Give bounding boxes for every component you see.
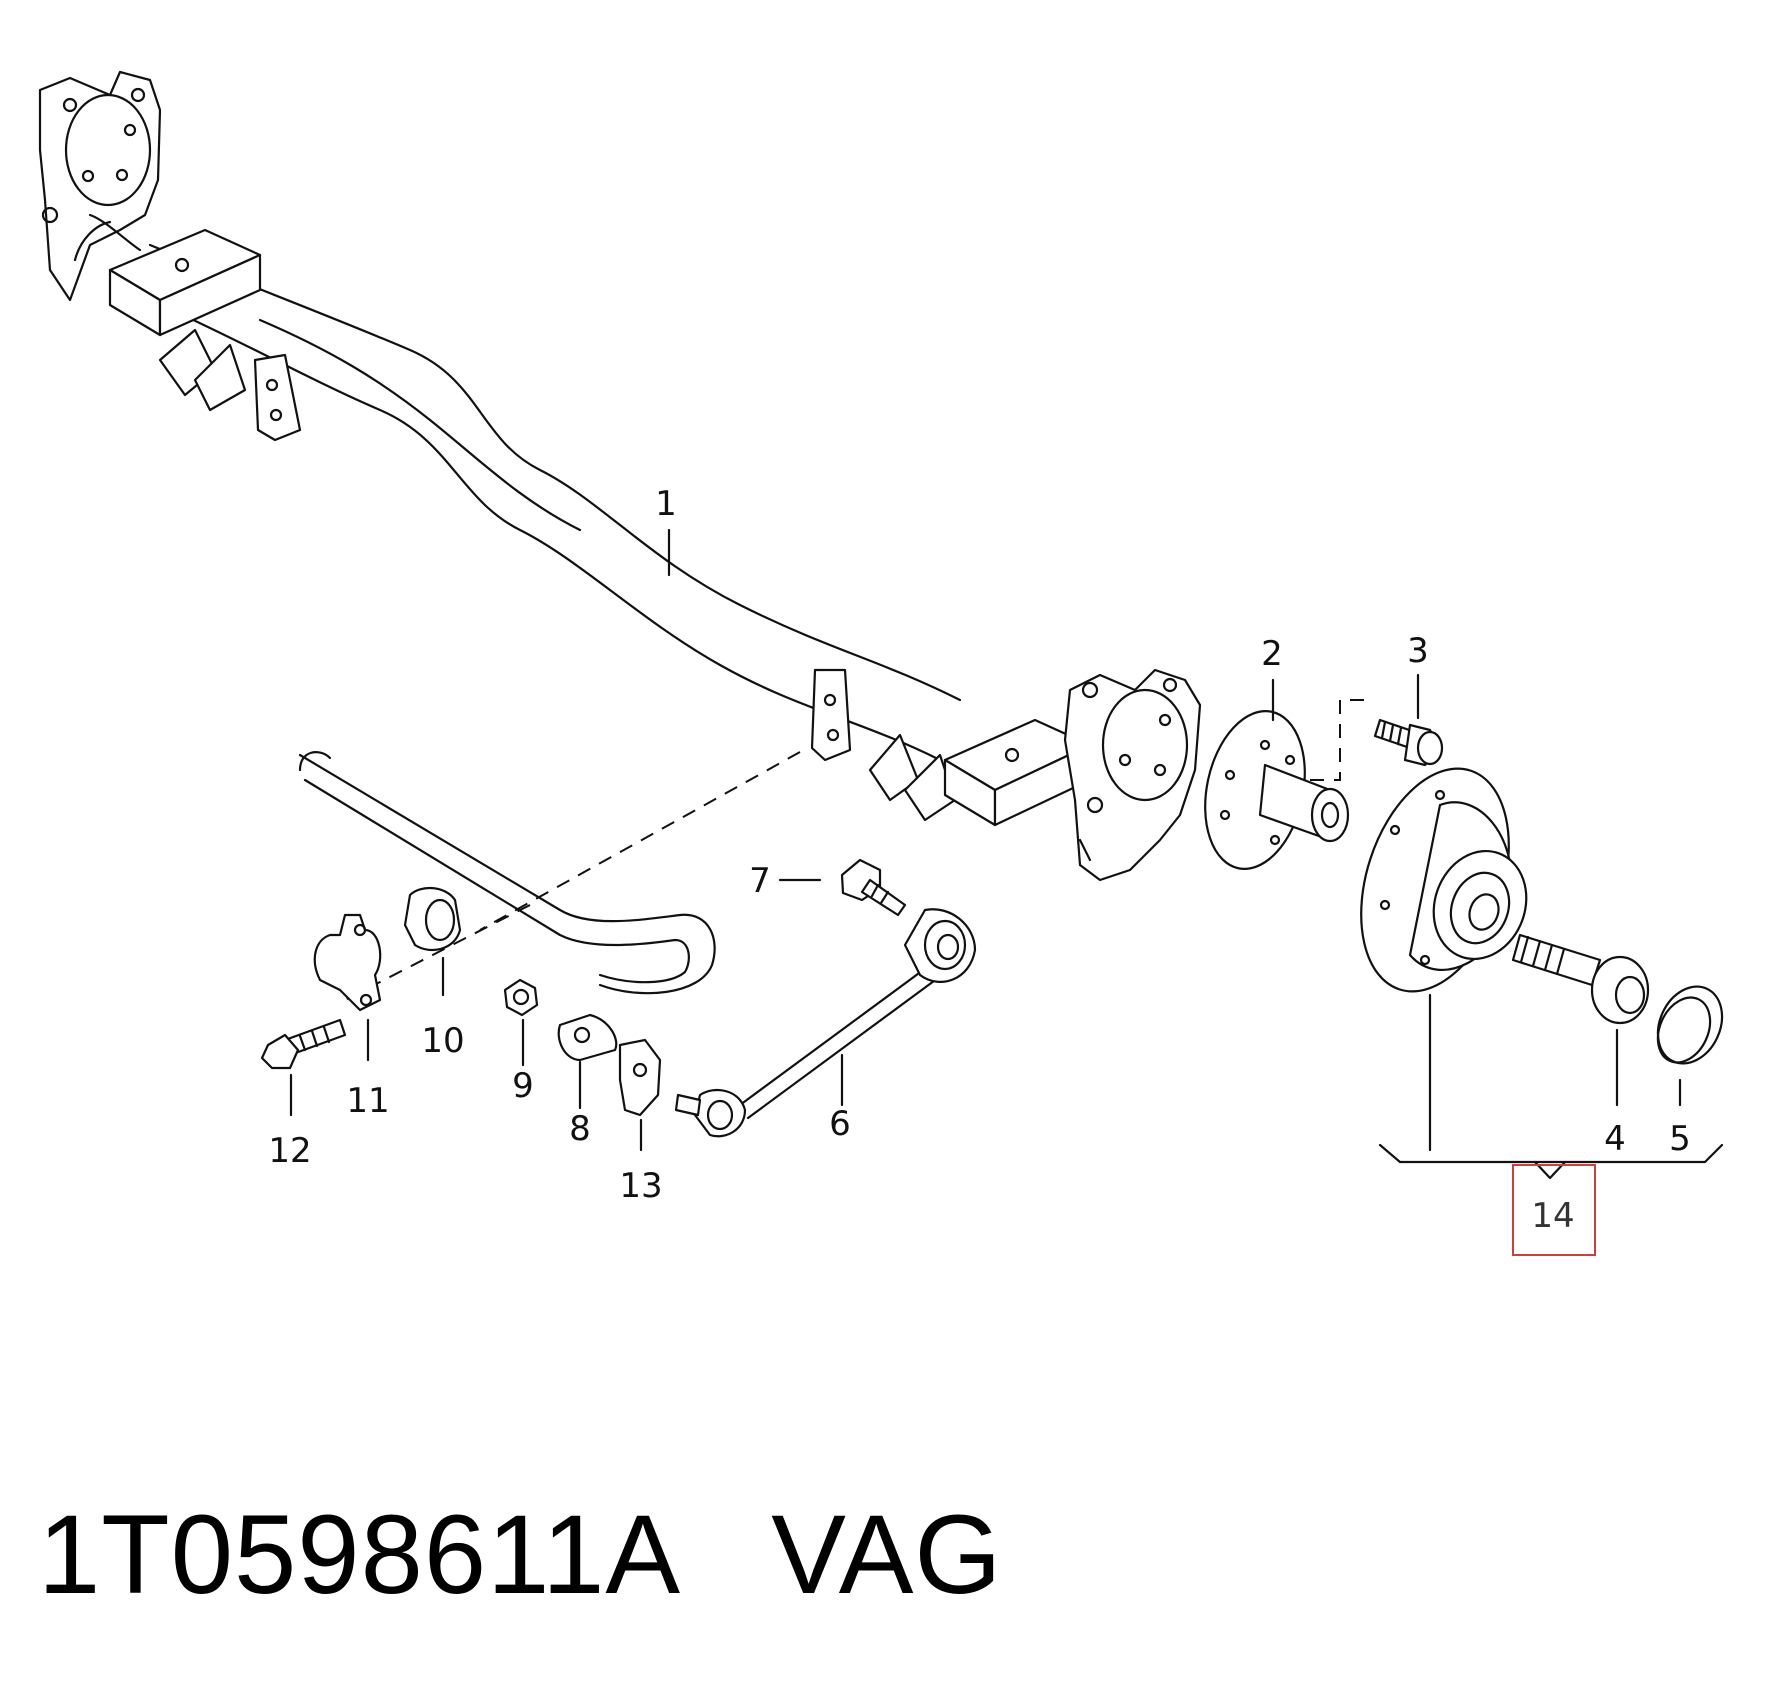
nut-part-9: [503, 978, 539, 1017]
callout-9: 9: [512, 1066, 534, 1106]
rear-axle-beam: [148, 243, 962, 762]
callout-5: 5: [1669, 1119, 1691, 1159]
callout-6: 6: [829, 1104, 851, 1144]
callout-1: 1: [655, 484, 677, 524]
callout-10: 10: [421, 1021, 464, 1061]
callout-8: 8: [569, 1109, 591, 1149]
bushing-part-10: [403, 887, 462, 952]
callout-2: 2: [1261, 634, 1283, 674]
callout-14: 14: [1531, 1196, 1574, 1236]
hub-bolt-part-4: [1511, 933, 1650, 1025]
right-axle-flange: [1063, 668, 1202, 882]
leader-lines: [289, 528, 1724, 1180]
bracket-part-13: [618, 1038, 662, 1117]
callout-4: 4: [1604, 1119, 1626, 1159]
callout-12: 12: [268, 1131, 311, 1171]
callout-labels: 1 2 3 4 5 6 7 8 9 10 11 12 13 14: [268, 484, 1691, 1256]
callout-7: 7: [749, 861, 771, 901]
stub-axle: [1204, 710, 1350, 870]
part-number: 1T0598611A: [38, 1492, 675, 1617]
bolt-part-3: [1373, 718, 1444, 767]
bracket-part-8: [557, 1013, 618, 1062]
left-weld-tabs: [158, 328, 302, 442]
part-number-caption: 1T0598611A VAG: [38, 1490, 1003, 1619]
callout-3: 3: [1407, 631, 1429, 671]
callout-11: 11: [346, 1081, 389, 1121]
left-beam-bracket: [108, 228, 262, 337]
brand-name: VAG: [771, 1492, 1003, 1617]
left-axle-flange: [38, 70, 162, 302]
coupling-rod-part-6: [674, 908, 977, 1138]
bolt-part-12: [260, 1018, 347, 1070]
wheel-hub: [1360, 767, 1528, 993]
right-weld-tabs: [810, 668, 957, 822]
highlight-box: [1512, 1164, 1596, 1256]
callout-13: 13: [619, 1166, 662, 1206]
hub-cap-part-5: [1656, 985, 1724, 1065]
anti-roll-bar: [298, 751, 716, 995]
bolt-part-7: [840, 858, 907, 917]
clamp-part-11: [313, 913, 382, 1012]
